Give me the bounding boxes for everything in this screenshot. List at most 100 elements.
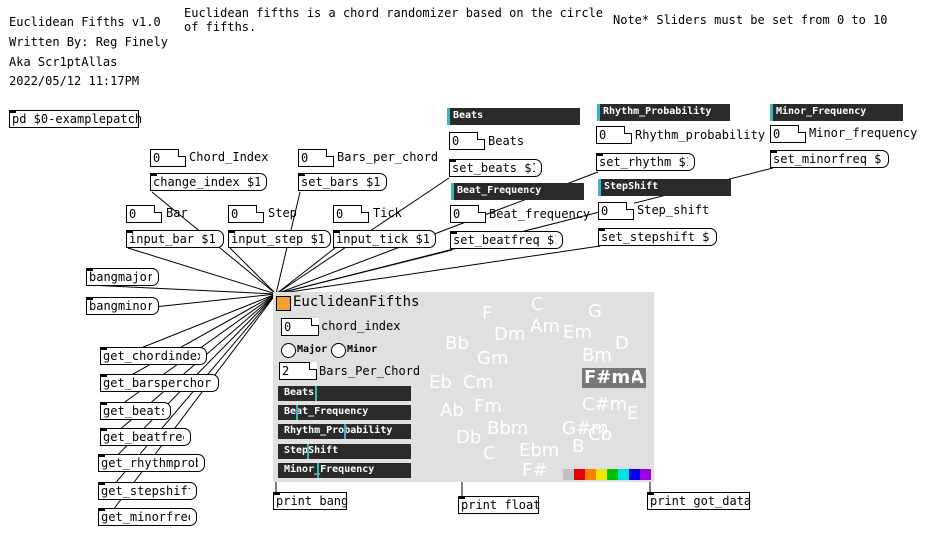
get-barsperchord-text: get_barsperchord xyxy=(103,376,219,390)
set-beatfreq-message[interactable]: set_beatfreq $1 xyxy=(450,231,563,249)
get-beats-message[interactable]: get_beats xyxy=(100,402,171,420)
bangmajor-receiver[interactable]: bangmajor xyxy=(86,268,159,286)
rhythm-probability-label: Rhythm_probability xyxy=(635,128,766,142)
beat-frequency-slider[interactable]: Beat_Frequency xyxy=(278,405,411,420)
palette-swatch[interactable] xyxy=(563,469,574,480)
minor-frequency-number[interactable]: 0 xyxy=(770,125,806,143)
chord-am: Am xyxy=(530,316,560,337)
beats-header: Beats xyxy=(447,108,580,125)
chord-cm: Cm xyxy=(463,372,494,393)
palette-swatch[interactable] xyxy=(607,469,618,480)
minor-frequency-slider-label: Minor_Frequency xyxy=(284,464,375,475)
tick-label: Tick xyxy=(373,206,402,220)
get-stepshift-message[interactable]: get_stepshift xyxy=(98,482,197,500)
minor-frequency-header-text: Minor_Frequency xyxy=(776,106,867,117)
chord-dm: Dm xyxy=(494,324,526,345)
bangminor-receiver[interactable]: bangminor xyxy=(86,297,159,315)
bars-per-chord-number[interactable]: 0 xyxy=(298,149,334,167)
print-bang-text: print bang xyxy=(276,494,349,508)
get-beatfreq-message[interactable]: get_beatfreq xyxy=(100,428,191,446)
main-chord-index-number[interactable]: 0 xyxy=(281,318,319,336)
chord-ebm: Ebm xyxy=(519,440,560,461)
palette-swatch[interactable] xyxy=(596,469,607,480)
get-rhythmprob-message[interactable]: get_rhythmprob xyxy=(98,454,205,472)
print-got-data-object[interactable]: print got_data xyxy=(647,492,752,510)
chord-index-number[interactable]: 0 xyxy=(150,149,186,167)
rhythm-probability-header: Rhythm_Probability xyxy=(597,104,730,121)
palette-swatch[interactable] xyxy=(585,469,596,480)
tick-number[interactable]: 0 xyxy=(333,205,369,223)
chord-fsharp: F# xyxy=(522,460,548,481)
get-stepshift-text: get_stepshift xyxy=(101,484,195,498)
get-minorfreq-message[interactable]: get_minorfreq xyxy=(98,508,197,526)
chord-bbm: Bbm xyxy=(487,418,529,439)
set-beats-text: set_beats $1 xyxy=(452,161,539,175)
palette-swatch[interactable] xyxy=(574,469,585,480)
chord-em: Em xyxy=(563,322,592,343)
chord-e: E xyxy=(627,403,639,424)
input-bar-message[interactable]: input_bar $1 xyxy=(126,230,224,248)
step-shift-slider[interactable]: StepShift xyxy=(278,444,411,459)
minor-frequency-slider[interactable]: Minor_Frequency xyxy=(278,463,411,478)
set-bars-message[interactable]: set_bars $1 xyxy=(298,173,387,191)
get-barsperchord-message[interactable]: get_barsperchord xyxy=(100,374,219,392)
get-chordindex-text: get_chordindex xyxy=(103,349,205,363)
chord-c-lower: C xyxy=(483,443,496,464)
step-number[interactable]: 0 xyxy=(228,205,264,223)
palette-swatch[interactable] xyxy=(618,469,629,480)
minor-frequency-header: Minor_Frequency xyxy=(770,104,903,121)
set-rhythm-message[interactable]: set_rhythm $1 xyxy=(596,153,695,171)
print-float-object[interactable]: print float xyxy=(458,496,541,514)
chord-db: Db xyxy=(456,427,482,448)
palette-swatch[interactable] xyxy=(640,469,651,480)
bangminor-text: bangminor xyxy=(89,299,155,313)
description-comment: Euclidean fifths is a chord randomizer b… xyxy=(184,6,604,34)
chord-g: G xyxy=(588,301,602,322)
subpatch-object[interactable]: pd $0-examplepatch xyxy=(9,110,143,128)
input-tick-message[interactable]: input_tick $1 xyxy=(333,230,436,248)
major-toggle[interactable] xyxy=(281,343,296,358)
beat-frequency-number[interactable]: 0 xyxy=(450,205,486,223)
bar-label: Bar xyxy=(166,206,188,220)
rhythm-probability-number[interactable]: 0 xyxy=(596,126,632,144)
bang-icon[interactable] xyxy=(276,296,291,311)
set-minorfreq-message[interactable]: set_minorfreq $1 xyxy=(770,150,889,168)
set-beats-message[interactable]: set_beats $1 xyxy=(449,159,542,177)
set-stepshift-message[interactable]: set_stepshift $1 xyxy=(598,228,717,246)
beats-number[interactable]: 0 xyxy=(449,132,485,150)
beats-slider[interactable]: Beats xyxy=(278,386,411,401)
print-got-data-text: print got_data xyxy=(650,494,752,508)
author-comment: Written By: Reg Finely xyxy=(9,35,168,49)
chord-c: C xyxy=(531,294,544,315)
print-float-text: print float xyxy=(461,498,541,512)
bars-per-chord-label: Bars_per_chord xyxy=(337,150,439,164)
subpatch-label: pd $0-examplepatch xyxy=(12,112,143,126)
major-label: Major xyxy=(297,344,328,355)
minor-toggle[interactable] xyxy=(331,343,346,358)
input-step-text: input_step $1 xyxy=(231,232,325,246)
chord-eb: Eb xyxy=(429,372,452,393)
step-shift-number[interactable]: 0 xyxy=(598,202,634,220)
beat-frequency-slider-label: Beat_Frequency xyxy=(284,406,369,417)
main-chord-index-label: chord_index xyxy=(321,319,401,333)
get-chordindex-message[interactable]: get_chordindex xyxy=(100,347,207,365)
aka-comment: Aka Scr1ptAllas xyxy=(9,55,118,69)
set-minorfreq-text: set_minorfreq $1 xyxy=(773,152,889,166)
input-bar-text: input_bar $1 xyxy=(129,232,216,246)
main-bars-per-chord-number[interactable]: 2 xyxy=(279,362,317,380)
minor-frequency-label: Minor_frequency xyxy=(809,126,918,140)
input-tick-text: input_tick $1 xyxy=(336,232,430,246)
main-object-title: EuclideanFifths xyxy=(293,294,420,310)
rhythm-probability-header-text: Rhythm_Probability xyxy=(603,106,712,117)
print-bang-object[interactable]: print bang xyxy=(273,492,349,510)
chord-a-highlighted: A xyxy=(628,367,646,388)
change-index-text: change_index $1 xyxy=(153,175,262,189)
change-index-message[interactable]: change_index $1 xyxy=(150,173,267,191)
bar-number[interactable]: 0 xyxy=(126,205,162,223)
input-step-message[interactable]: input_step $1 xyxy=(228,230,331,248)
rhythm-probability-slider-label: Rhythm_Probability xyxy=(284,425,393,436)
set-bars-text: set_bars $1 xyxy=(301,175,381,189)
rhythm-probability-slider[interactable]: Rhythm_Probability xyxy=(278,424,411,439)
chord-bb: Bb xyxy=(445,333,469,354)
palette-swatch[interactable] xyxy=(629,469,640,480)
